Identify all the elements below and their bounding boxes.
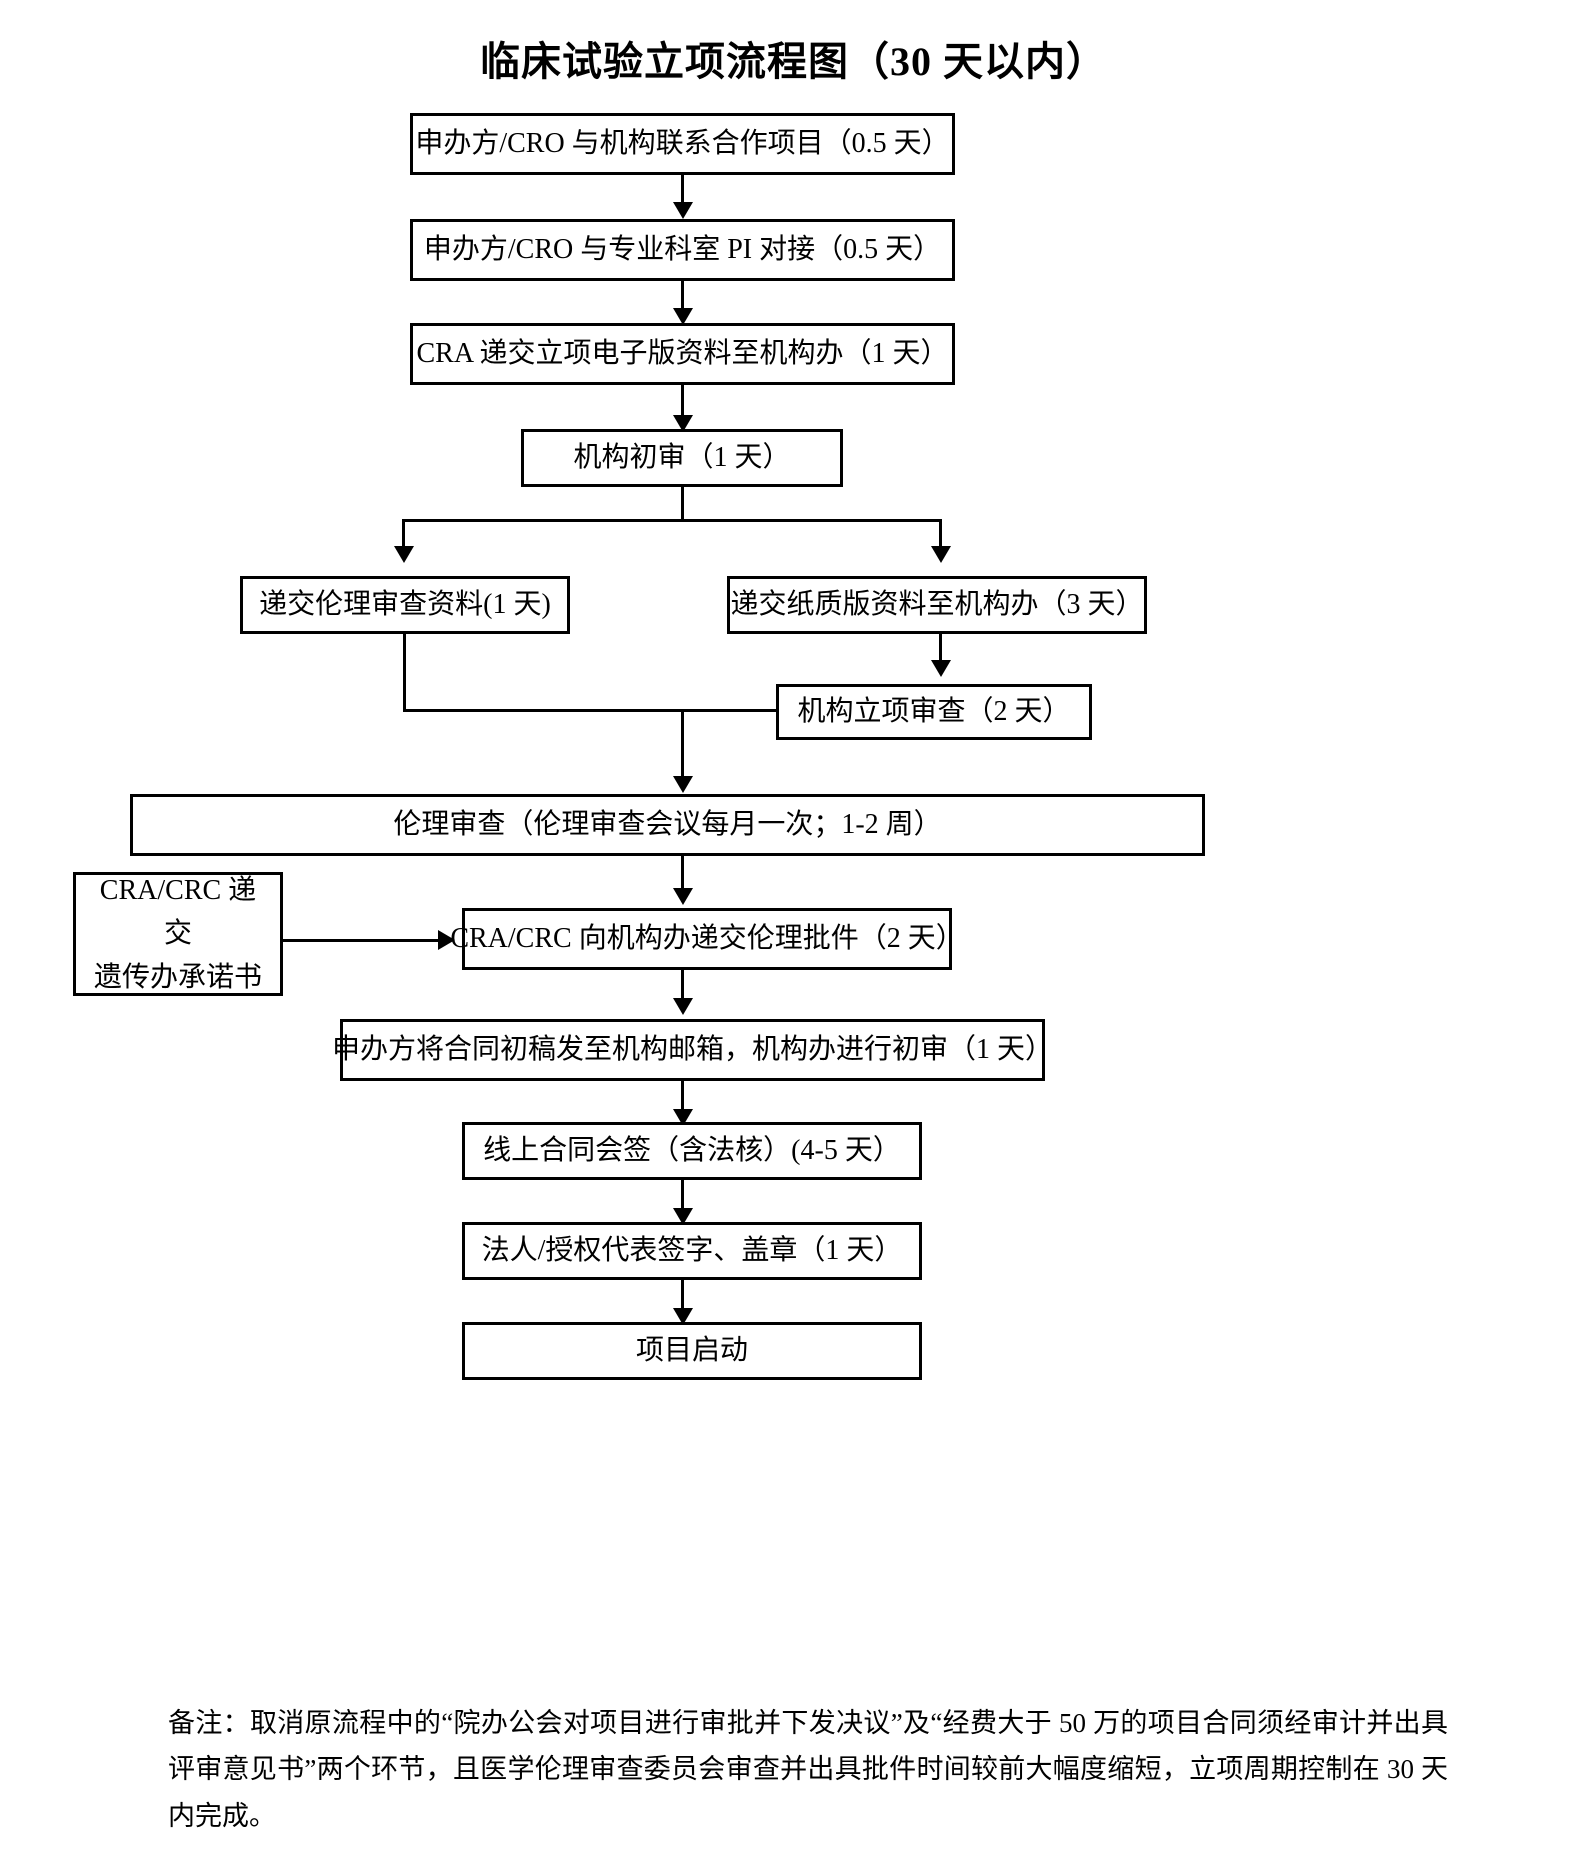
connector-n1-n2 <box>681 175 684 208</box>
arrow-n2-n3 <box>673 308 693 325</box>
node-cra-crc-submit-ethics-approval: CRA/CRC 向机构办递交伦理批件（2 天） <box>450 908 964 970</box>
connector-merge-stem <box>681 709 684 782</box>
node-institution-project-review: 机构立项审查（2 天） <box>776 684 1092 740</box>
node-sponsor-send-draft-contract: 申办方将合同初稿发至机构邮箱，机构办进行初审（1 天） <box>332 1019 1053 1081</box>
arrow-n6-n7 <box>931 660 951 677</box>
connector-split-left-down <box>402 519 405 551</box>
arrow-n10-n11 <box>673 998 693 1015</box>
arrow-split-right <box>931 546 951 563</box>
connector-n9-n10 <box>283 939 438 942</box>
connector-n10-n11 <box>681 970 684 1004</box>
arrow-n11-n12 <box>673 1109 693 1126</box>
arrow-merge-n8 <box>673 776 693 793</box>
node-legal-rep-sign-and-seal: 法人/授权代表签字、盖章（1 天） <box>462 1222 922 1280</box>
connector-n8-n10 <box>681 856 684 893</box>
node-online-contract-countersign: 线上合同会签（含法核）(4-5 天） <box>462 1122 922 1180</box>
arrow-n3-n4 <box>673 415 693 432</box>
arrow-n9-n10 <box>438 930 455 950</box>
arrow-n12-n13 <box>673 1208 693 1225</box>
connector-n4-split-stem <box>681 487 684 522</box>
node-sponsor-cro-pi-alignment: 申办方/CRO 与专业科室 PI 对接（0.5 天） <box>410 219 955 281</box>
connector-n12-n13 <box>681 1180 684 1214</box>
node-9-line-1: CRA/CRC 递交 <box>99 874 257 950</box>
node-cra-crc-submit-genetics-commitment: CRA/CRC 递交 遗传办承诺书 <box>73 872 283 996</box>
footnote-remarks: 备注：取消原流程中的“院办公会对项目进行审批并下发决议”及“经费大于 50 万的… <box>168 1708 1448 1831</box>
arrow-split-left <box>394 546 414 563</box>
node-sponsor-cro-contact-institution: 申办方/CRO 与机构联系合作项目（0.5 天） <box>410 113 955 175</box>
node-ethics-review: 伦理审查（伦理审查会议每月一次；1-2 周） <box>130 794 1205 856</box>
node-project-start: 项目启动 <box>462 1322 922 1380</box>
arrow-n8-n10 <box>673 888 693 905</box>
connector-n2-n3 <box>681 281 684 314</box>
page-title: 临床试验立项流程图（30 天以内） <box>480 39 1107 84</box>
node-submit-ethics-review-materials: 递交伦理审查资料(1 天) <box>240 576 570 634</box>
node-cra-submit-electronic-materials: CRA 递交立项电子版资料至机构办（1 天） <box>410 323 955 385</box>
node-institution-preliminary-review: 机构初审（1 天） <box>521 429 843 487</box>
connector-n3-n4 <box>681 385 684 421</box>
connector-n13-n14 <box>681 1280 684 1314</box>
connector-n5-down <box>403 634 406 712</box>
node-submit-paper-materials: 递交纸质版资料至机构办（3 天） <box>727 576 1147 634</box>
arrow-n1-n2 <box>673 202 693 219</box>
connector-split-horizontal <box>402 519 942 522</box>
connector-merge-horizontal <box>403 709 779 712</box>
node-9-line-2: 遗传办承诺书 <box>93 961 262 993</box>
connector-n6-n7 <box>939 634 942 666</box>
connector-split-right-down <box>939 519 942 551</box>
connector-n11-n12 <box>681 1081 684 1115</box>
arrow-n13-n14 <box>673 1308 693 1325</box>
